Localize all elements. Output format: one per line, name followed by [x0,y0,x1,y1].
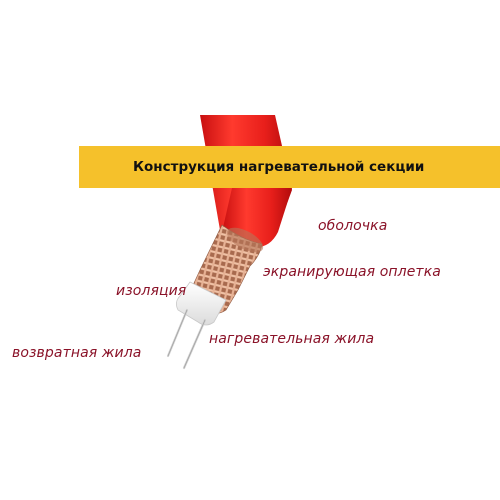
return-core-wire-shade [167,309,188,357]
banner-background [79,146,500,188]
banner-title: Конструкция нагревательной секции [133,159,425,175]
braid-edge [226,227,264,253]
heating-core-wire-shade [183,319,206,369]
label-sheath: оболочка [318,218,388,234]
label-insulation: изоляция [116,283,187,299]
banner: Конструкция нагревательной секции [79,146,500,188]
label-braid: экранирующая оплетка [263,264,441,280]
label-heating-core: нагревательная жила [209,331,375,347]
label-return-core: возвратная жила [12,345,142,361]
insulation-shape [176,281,227,326]
